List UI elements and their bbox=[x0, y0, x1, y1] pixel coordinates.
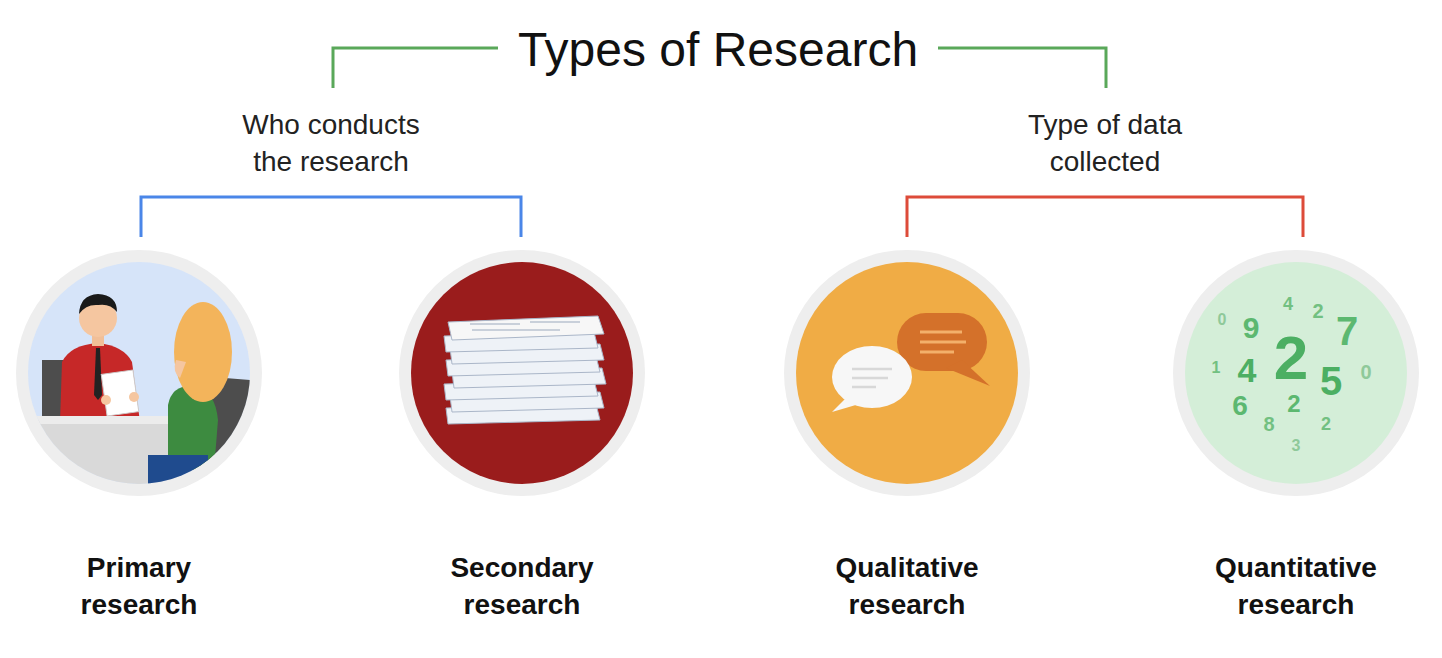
interview-illustration bbox=[28, 416, 186, 424]
speech-illustration bbox=[946, 360, 990, 386]
number-glyph: 3 bbox=[1292, 438, 1301, 454]
numbers-illustration bbox=[1173, 250, 1419, 496]
number-glyph: 4 bbox=[1238, 353, 1257, 387]
number-glyph: 0 bbox=[1360, 362, 1371, 382]
papers-illustration bbox=[399, 250, 645, 496]
interview-illustration bbox=[101, 370, 139, 416]
group-bracket bbox=[141, 197, 521, 237]
number-glyph: 8 bbox=[1263, 414, 1274, 434]
type-label: Qualitative research bbox=[802, 549, 1012, 623]
title-bracket bbox=[333, 48, 498, 88]
speech-illustration bbox=[920, 332, 966, 352]
speech-illustration bbox=[796, 262, 1018, 484]
group-heading: Who conducts the research bbox=[226, 106, 436, 180]
number-glyph: 5 bbox=[1320, 361, 1342, 401]
number-glyph: 2 bbox=[1321, 415, 1331, 433]
interview-illustration bbox=[79, 294, 117, 314]
papers-illustration bbox=[448, 316, 604, 340]
numbers-illustration bbox=[1173, 250, 1419, 496]
interview-illustration bbox=[28, 294, 250, 510]
interview-illustration bbox=[129, 392, 139, 402]
type-label: Secondary research bbox=[417, 549, 627, 623]
research-type: Primary research bbox=[14, 248, 264, 648]
number-glyph: 9 bbox=[1243, 313, 1260, 343]
speech-illustration bbox=[832, 346, 912, 408]
number-glyph: 7 bbox=[1336, 311, 1358, 351]
speech-illustration bbox=[784, 250, 1030, 496]
interview-illustration bbox=[174, 302, 232, 402]
number-glyph: 4 bbox=[1283, 295, 1293, 313]
speech-illustration bbox=[897, 313, 987, 371]
diagram-title: Types of Research bbox=[518, 20, 918, 80]
speech-illustration bbox=[832, 313, 990, 412]
research-type: Secondary research bbox=[397, 248, 647, 648]
research-type: Qualitative research bbox=[782, 248, 1032, 648]
interview-illustration bbox=[60, 343, 140, 422]
papers-illustration bbox=[411, 262, 633, 484]
number-glyph: 0 bbox=[1218, 312, 1227, 328]
papers-illustration bbox=[444, 316, 606, 424]
interview-illustration bbox=[101, 395, 111, 405]
number-glyph: 2 bbox=[1274, 327, 1308, 389]
numbers-illustration bbox=[1185, 262, 1407, 484]
speech-illustration bbox=[784, 250, 1030, 496]
type-label: Primary research bbox=[34, 549, 244, 623]
interview-illustration bbox=[16, 250, 262, 510]
interview-illustration bbox=[175, 360, 186, 378]
speech-illustration bbox=[852, 369, 892, 387]
number-glyph: 1 bbox=[1212, 360, 1221, 376]
type-label: Quantitative research bbox=[1191, 549, 1401, 623]
title-bracket bbox=[938, 48, 1106, 88]
papers-illustration bbox=[470, 322, 580, 330]
group-heading: Type of data collected bbox=[1000, 106, 1210, 180]
papers-illustration bbox=[399, 250, 645, 496]
number-glyph: 2 bbox=[1287, 392, 1300, 416]
number-glyph: 6 bbox=[1232, 392, 1248, 420]
group-bracket bbox=[907, 197, 1303, 237]
interview-illustration bbox=[148, 455, 208, 500]
number-glyph: 2 bbox=[1312, 301, 1323, 321]
group-bracket bbox=[141, 197, 1303, 237]
